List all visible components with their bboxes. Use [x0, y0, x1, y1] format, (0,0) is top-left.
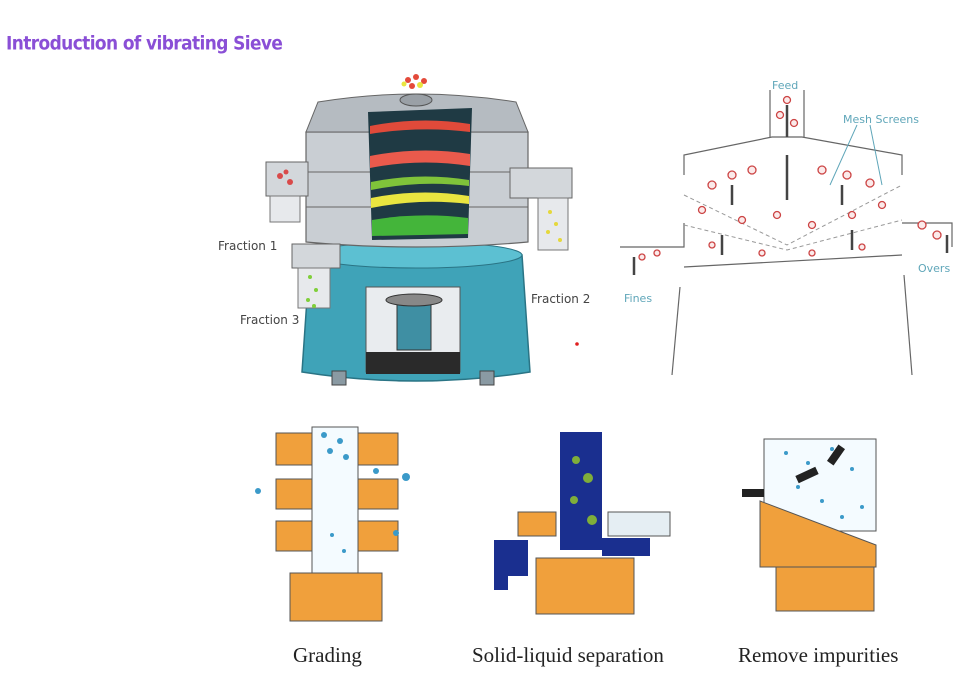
fraction-3-label: Fraction 3: [240, 313, 300, 327]
mesh-screens-label: Mesh Screens: [843, 113, 920, 126]
solid-liquid-diagram: [494, 432, 671, 615]
caption-grading: Grading: [293, 643, 362, 667]
fines-label: Fines: [624, 292, 653, 305]
remove-impurities-diagram: [742, 438, 877, 612]
sieve-schematic: [620, 90, 953, 376]
caption-remove-impurities: Remove impurities: [738, 643, 899, 667]
feed-label: Feed: [772, 79, 799, 92]
overs-label: Overs: [918, 262, 951, 275]
vibrating-sieve-machine: [265, 74, 579, 386]
page-title: Introduction of vibrating Sieve: [6, 33, 283, 55]
caption-solid-liquid: Solid-liquid separation: [472, 643, 664, 667]
grading-diagram: [255, 426, 410, 622]
fraction-2-label: Fraction 2: [531, 292, 591, 306]
fraction-1-label: Fraction 1: [218, 239, 278, 253]
